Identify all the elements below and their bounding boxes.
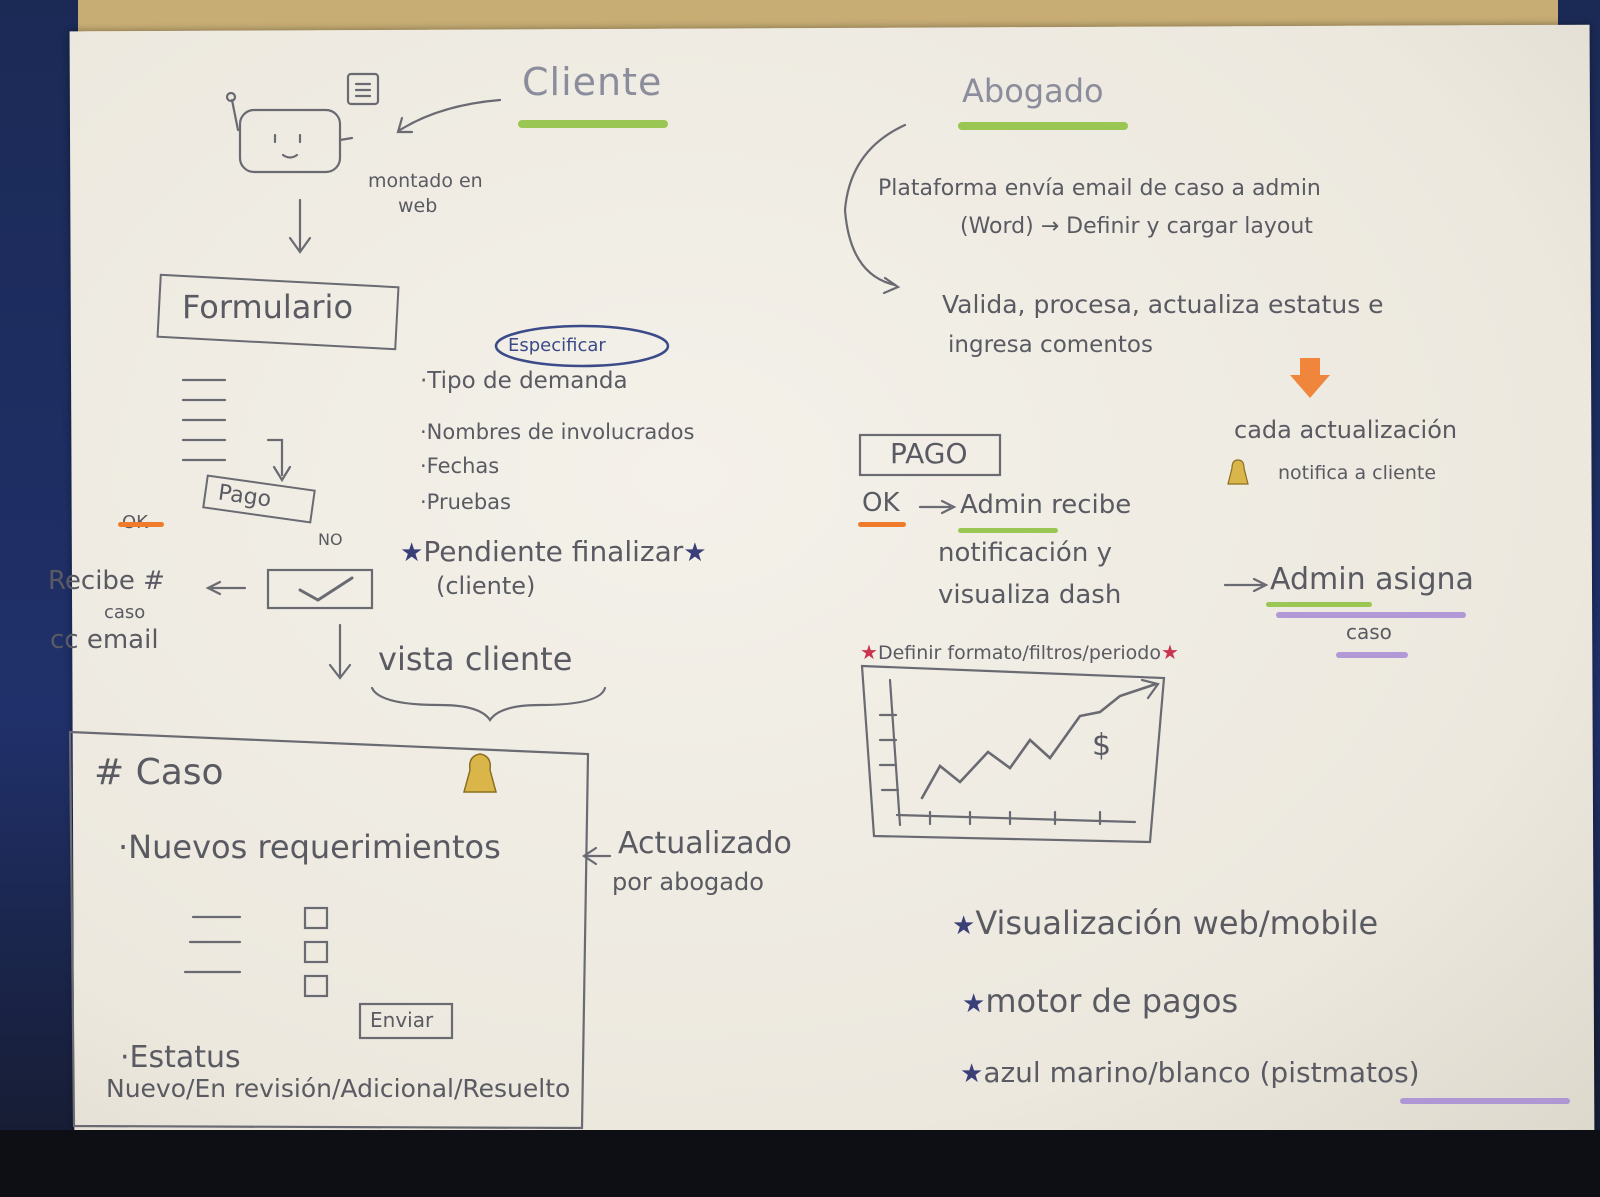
form-label: Formulario (182, 288, 354, 326)
abogado-highlight (958, 122, 1128, 130)
field-names: ·Nombres de involucrados (420, 420, 695, 444)
ok-highlight (118, 522, 164, 527)
star-icon: ★ (860, 640, 878, 664)
ok-right-highlight (858, 522, 906, 527)
note-payments: ★motor de pagos (962, 982, 1239, 1020)
no-label: NO (318, 530, 343, 549)
robot-icon (225, 72, 380, 174)
admin-highlight (958, 528, 1058, 533)
admin-receives: Admin recibe (960, 490, 1132, 520)
case-title: # Caso (94, 752, 224, 793)
notify-client: notifica a cliente (1278, 462, 1437, 484)
assign-case: caso (1346, 620, 1392, 644)
admin-notification: notificación y (938, 538, 1112, 568)
note-colors: ★azul marino/blanco (pistmatos) (960, 1056, 1420, 1089)
receive-case: caso (104, 602, 146, 623)
updated-label: Actualizado (618, 826, 792, 861)
field-evidence: ·Pruebas (420, 490, 511, 514)
dollar-icon: $ (1092, 728, 1112, 763)
case-purple (1336, 652, 1408, 658)
arrow-cliente (398, 98, 502, 132)
cliente-highlight (518, 120, 668, 128)
platform-layout: (Word) → Definir y cargar layout (960, 214, 1313, 239)
admin-dash: visualiza dash (938, 580, 1122, 610)
robot-caption: montado en (368, 170, 483, 192)
abogado-title: Abogado (962, 72, 1104, 110)
receive-label: Recibe # (48, 566, 165, 596)
receive-email: cc email (50, 625, 159, 655)
colors-purple (1400, 1098, 1570, 1104)
robot-caption-2: web (398, 195, 438, 217)
desk-edge (0, 1130, 1600, 1197)
star-icon: ★ (960, 1059, 984, 1089)
field-type: ·Tipo de demanda (420, 368, 628, 394)
assign-purple (1276, 612, 1466, 618)
status-label: ·Estatus (120, 1040, 241, 1075)
pago-label: PAGO (890, 437, 968, 470)
validate-line-2: ingresa comentos (948, 332, 1153, 358)
define-format: ★Definir formato/filtros/periodo★ (860, 640, 1179, 664)
admin-assigns: Admin asigna (1270, 562, 1474, 597)
client-view-label: vista cliente (378, 640, 573, 678)
platform-email: Plataforma envía email de caso a admin (878, 176, 1321, 201)
star-icon: ★ (952, 911, 976, 941)
bell-icon (463, 753, 497, 793)
update-label: cada actualización (1234, 416, 1458, 444)
note-web-mobile: ★Visualización web/mobile (952, 904, 1379, 942)
star-icon: ★ (400, 538, 424, 568)
field-dates: ·Fechas (420, 454, 500, 478)
chart-frame (860, 664, 1166, 844)
updated-by-lawyer: por abogado (612, 868, 764, 896)
new-requirements: ·Nuevos requerimientos (118, 828, 501, 866)
pending-label: ★Pendiente finalizar★ (400, 535, 707, 568)
specify-bubble: Especificar (508, 335, 606, 356)
star-icon: ★ (962, 989, 986, 1019)
pending-client: (cliente) (436, 572, 536, 600)
star-icon: ★ (1160, 640, 1179, 664)
ok-label-right: OK (862, 488, 900, 518)
cliente-title: Cliente (522, 60, 663, 104)
send-button[interactable]: Enviar (370, 1008, 434, 1032)
validate-line: Valida, procesa, actualiza estatus e (942, 290, 1384, 319)
assign-highlight (1266, 602, 1372, 607)
star-icon: ★ (683, 538, 707, 568)
status-values: Nuevo/En revisión/Adicional/Resuelto (106, 1074, 571, 1103)
